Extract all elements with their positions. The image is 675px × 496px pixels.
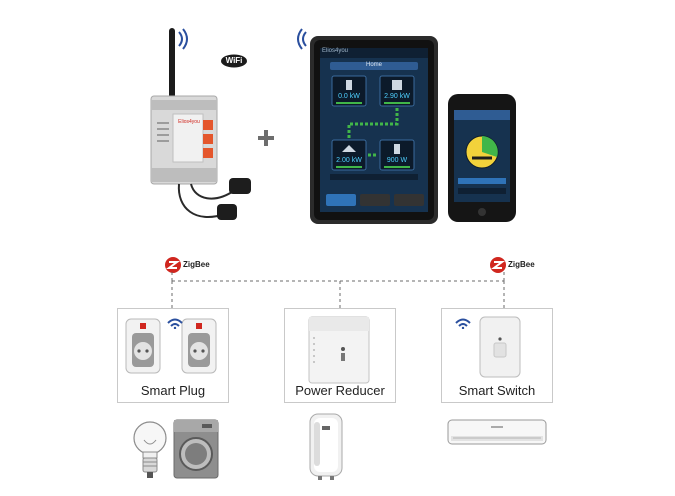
gateway-brand-text: Elios4you	[178, 119, 200, 125]
tablet-tile-value: 0.0 kW	[338, 93, 360, 100]
wireless-signal-icon	[454, 315, 472, 329]
tablet-device: Elios4you Home 0.0 kW 2.90 kW 2.00 kW 90…	[310, 36, 438, 224]
power-reducer-box: Power Reducer	[284, 308, 396, 403]
gateway-device: Elios4you	[145, 28, 255, 226]
zigbee-logo-left: ZigBee	[164, 256, 214, 274]
zigbee-logo-right: ZigBee	[489, 256, 539, 274]
zigbee-label-right: ZigBee	[508, 260, 535, 269]
light-bulb-icon	[130, 418, 170, 482]
wifi-signal-icon	[293, 28, 309, 50]
plus-icon	[256, 128, 276, 148]
tablet-top-text: Elios4you	[322, 48, 349, 54]
washing-machine-icon	[172, 418, 220, 480]
wireless-signal-icon	[166, 315, 184, 329]
smart-switch-box: Smart Switch	[441, 308, 553, 403]
power-reducer-label: Power Reducer	[295, 383, 385, 398]
tablet-tile-value: 2.00 kW	[336, 157, 362, 164]
smartphone-device	[448, 94, 516, 222]
zigbee-network-line	[171, 272, 505, 308]
smart-plug-label: Smart Plug	[140, 383, 206, 398]
air-conditioner-icon	[447, 418, 547, 448]
smart-switch-label: Smart Switch	[458, 383, 536, 398]
zigbee-label-left: ZigBee	[183, 260, 210, 269]
smart-plug-box: Smart Plug	[117, 308, 229, 403]
water-heater-icon	[306, 412, 346, 482]
tablet-tile-value: 900 W	[386, 157, 408, 164]
tablet-tile-value: 2.90 kW	[384, 93, 410, 100]
wifi-logo-icon: WiFi	[220, 54, 248, 68]
tablet-header[interactable]: Home	[365, 62, 382, 68]
wifi-logo-text: WiFi	[225, 56, 243, 65]
wifi-signal-icon	[176, 28, 192, 50]
